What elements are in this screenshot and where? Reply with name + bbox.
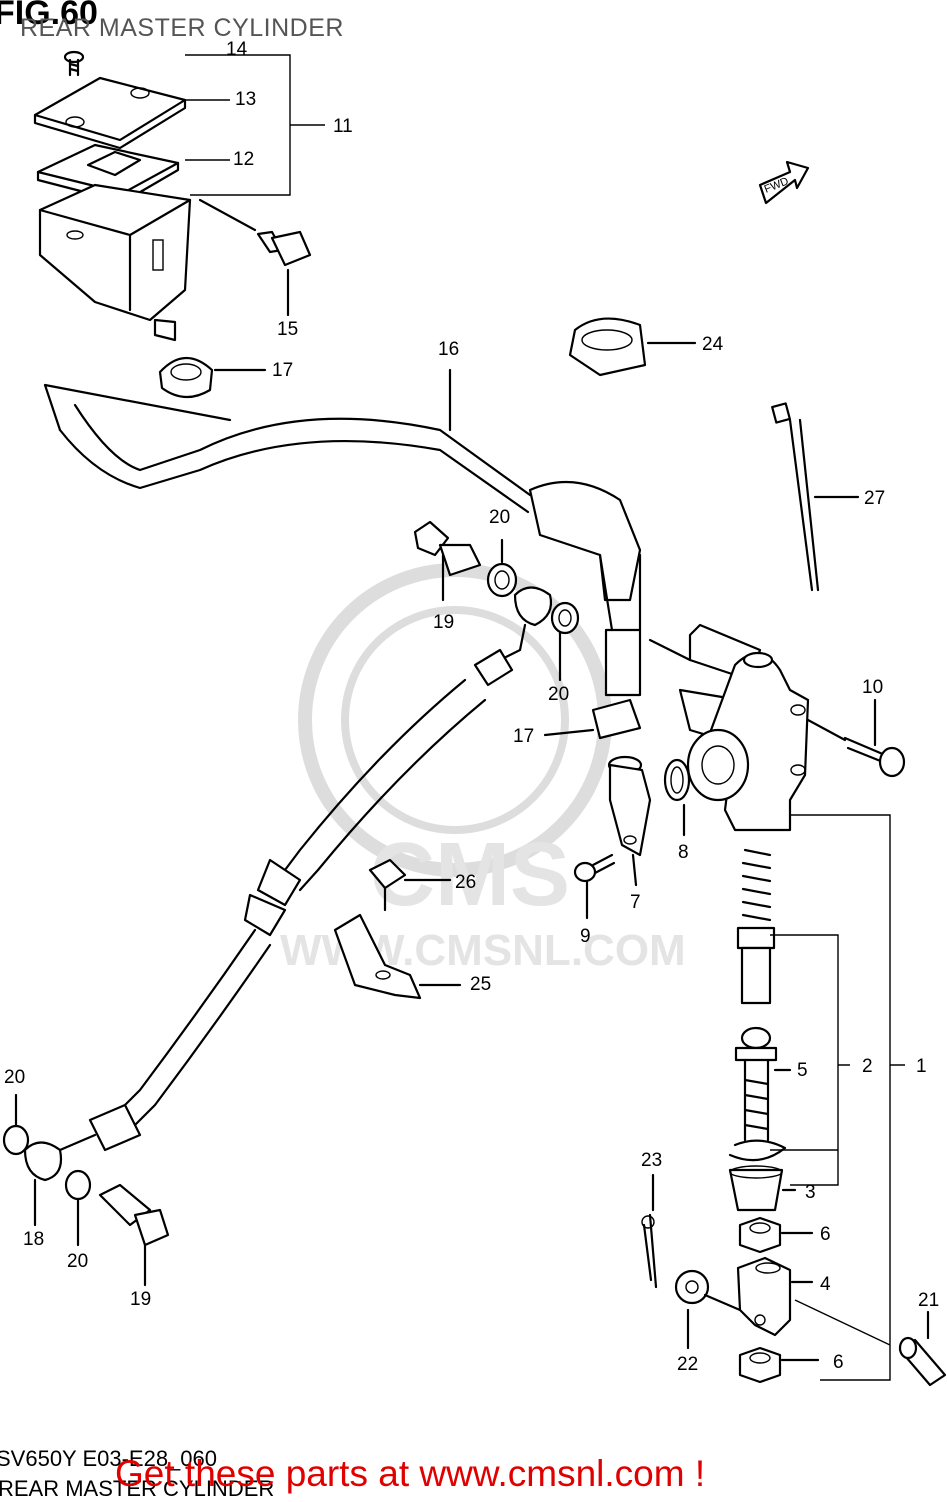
cable-tie-27	[771, 402, 860, 592]
callout-20-left: 20	[4, 1067, 25, 1088]
callout-7: 7	[630, 892, 641, 913]
screw-14	[63, 50, 85, 77]
promo-link[interactable]: Get these parts at www.cmsnl.com !	[115, 1453, 706, 1494]
diagram-code: SV650Y E03-E28_060	[0, 1446, 217, 1471]
reservoir-hose-16	[43, 368, 642, 697]
callout-3: 3	[805, 1182, 816, 1203]
washer-22	[674, 1269, 742, 1350]
callout-27: 27	[864, 488, 885, 509]
reservoir-assembly	[33, 50, 192, 342]
hose-clamp-24	[568, 317, 697, 377]
brake-hose-18	[2, 586, 580, 1247]
bolt-15	[198, 198, 312, 317]
callout-20-upper: 20	[489, 507, 510, 528]
callout-26: 26	[455, 872, 476, 893]
callout-23: 23	[641, 1150, 662, 1171]
callout-9: 9	[580, 926, 591, 947]
callout-24: 24	[702, 334, 724, 355]
cotter-pin-23	[641, 1173, 658, 1289]
bracket-25	[333, 858, 462, 1000]
callout-13: 13	[235, 89, 256, 110]
callout-19-upper: 19	[433, 612, 454, 633]
clevis-pin-21	[898, 1310, 947, 1387]
callout-11: 11	[333, 116, 353, 137]
banjo-bolt-19-upper	[413, 520, 518, 602]
callout-25: 25	[470, 974, 491, 995]
figure-number: FIG.60	[0, 0, 98, 32]
callout-18: 18	[23, 1229, 44, 1250]
screw-9	[573, 853, 616, 920]
group-brackets	[185, 54, 905, 1381]
callout-17-lower: 17	[513, 726, 534, 747]
hose-clamp-17	[158, 356, 267, 399]
callout-17-upper: 17	[272, 360, 293, 381]
piston-assembly	[728, 848, 797, 1212]
callout-6-lower: 6	[833, 1352, 844, 1373]
callout-5: 5	[797, 1060, 808, 1081]
bolt-10	[843, 698, 906, 778]
callout-2: 2	[862, 1056, 873, 1077]
forward-arrow: FWD	[758, 160, 810, 205]
nut-6-upper	[738, 1216, 814, 1254]
callout-1: 1	[916, 1056, 927, 1077]
union-fitting-7	[543, 698, 652, 887]
diagram-title: REAR MASTER CYLINDER	[20, 14, 344, 42]
callout-21: 21	[918, 1290, 939, 1311]
callout-8: 8	[678, 842, 689, 863]
callout-20-middle: 20	[548, 684, 569, 705]
callout-12: 12	[233, 149, 254, 170]
clevis-4	[736, 1256, 814, 1337]
callout-labels: 1 2 3 4 5 6 6 7 8 9 10 11 12 13 14 15 16…	[4, 39, 939, 1375]
banjo-bolt-19-lower	[98, 1183, 170, 1287]
callout-20-lower: 20	[67, 1251, 88, 1272]
callout-14: 14	[226, 39, 248, 60]
master-cylinder-body	[648, 623, 847, 832]
callout-22: 22	[677, 1354, 698, 1375]
nut-6-lower	[738, 1346, 820, 1384]
callout-6-upper: 6	[820, 1224, 831, 1245]
o-ring-8	[663, 758, 691, 837]
reservoir-body	[38, 183, 192, 322]
callout-16: 16	[438, 339, 459, 360]
callout-19-lower: 19	[130, 1289, 151, 1310]
footer-title: REAR MASTER CYLINDER	[0, 1476, 275, 1501]
callout-15: 15	[277, 319, 298, 340]
callout-4: 4	[820, 1274, 831, 1295]
callout-10: 10	[862, 677, 883, 698]
